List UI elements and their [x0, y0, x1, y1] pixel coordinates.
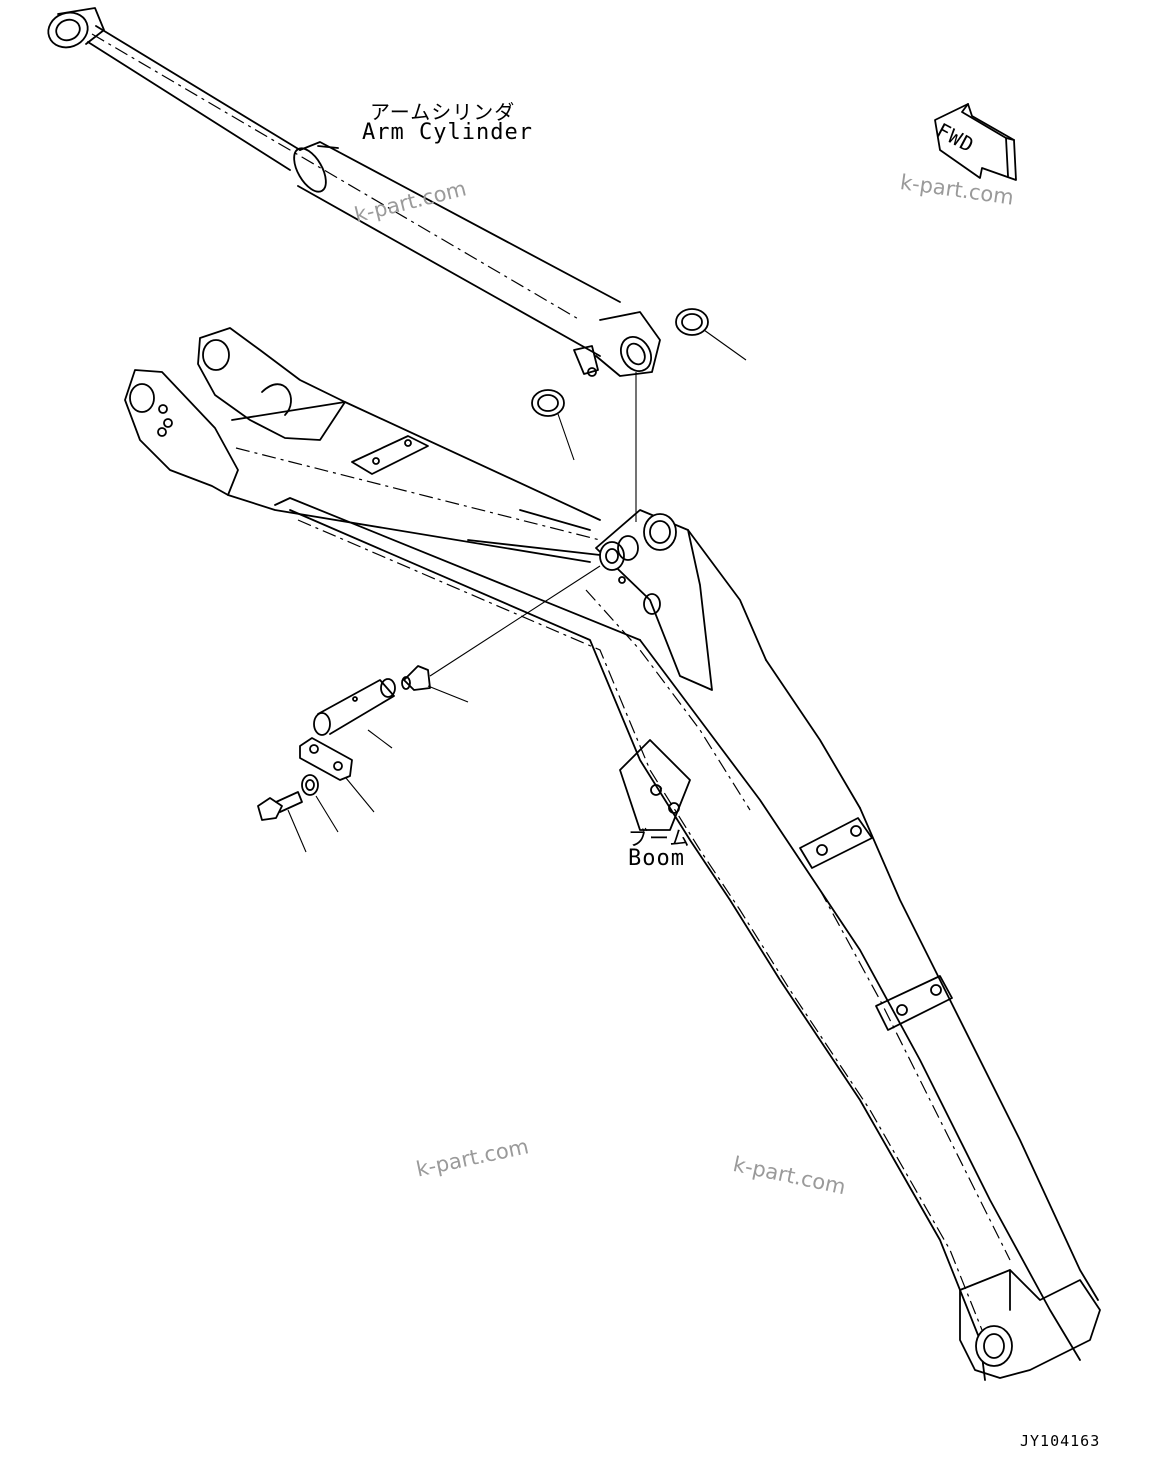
shim-lower: [531, 389, 575, 461]
washer: [301, 774, 339, 833]
boom-label-en: Boom: [628, 846, 685, 871]
bolt: [257, 791, 307, 853]
fwd-arrow-icon: [934, 103, 1017, 181]
boom: [289, 509, 1101, 1381]
arm-cylinder-label-jp: アームシリンダ: [370, 100, 516, 124]
shim-upper: [675, 308, 747, 361]
pin: [313, 678, 396, 749]
boom-label-jp: ブーム: [628, 826, 691, 850]
arm: [124, 327, 861, 861]
drawing-code: JY104163: [1020, 1432, 1101, 1450]
arm-cylinder-label-en: Arm Cylinder: [362, 120, 533, 145]
arm-cylinder: [47, 7, 661, 377]
lock-plate: [299, 737, 375, 813]
grease-fitting: [401, 565, 601, 703]
